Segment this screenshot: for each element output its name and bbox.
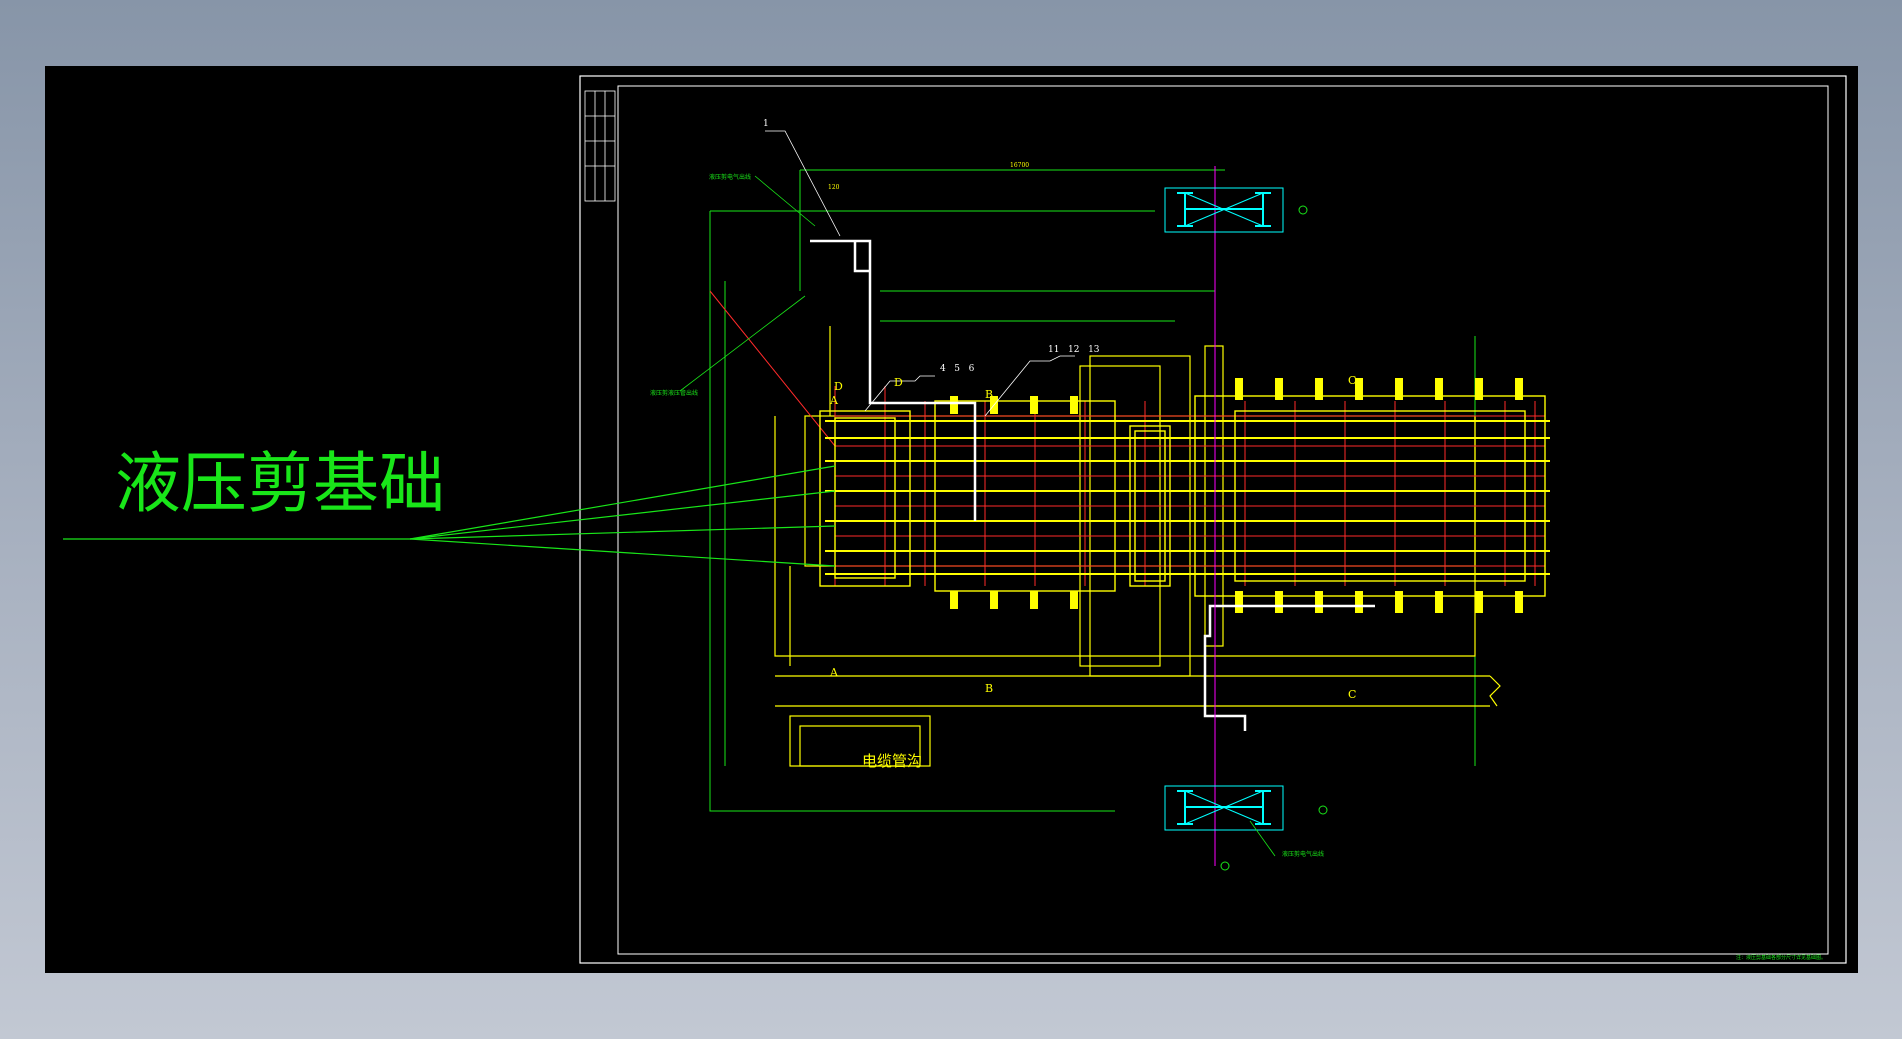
cad-drawing [63,75,1847,964]
machinery-layout-red [709,290,1545,586]
note-hydraulic-outlet-left: 液压剪液压管出线 [650,390,699,397]
roller-posts [950,378,1523,613]
callout-11-12-13: 11 12 13 [1048,345,1100,355]
callout-4-5-6: 4 5 6 [940,364,975,374]
section-label-b-bottom: B [985,682,994,695]
note-electrical-outlet-top: 液压剪电气出线 [709,174,752,181]
section-label-a-bottom: A [830,666,838,679]
axis-bubble-top [1298,205,1308,215]
title-leader-lines [63,465,836,567]
note-electrical-outlet-bottom: 液压剪电气出线 [1282,851,1325,858]
dimension-top-small: 120 [828,184,840,191]
frame-title-strip [584,90,616,202]
section-label-a-top: A [830,394,838,407]
axis-bubble-bottom [1220,861,1230,871]
roller-supports [819,395,1546,597]
cad-viewport[interactable]: 液压剪基础 电缆管沟 D D A A B B C C 1 4 5 6 11 12… [45,66,1858,973]
beam-symbol-bottom [1164,785,1284,831]
section-label-c-top: C [1348,374,1357,387]
foundation-outline-yellow [774,326,1501,767]
section-label-b-top: B [985,388,994,401]
roller-table-rows [825,420,1550,575]
foundation-outline-green [709,169,1476,812]
cable-routes-white [810,239,1375,731]
cable-trench-label: 电缆管沟 [862,752,923,770]
note-leaders [679,175,1276,857]
beam-symbol-top [1164,187,1284,233]
callout-1: 1 [763,119,769,129]
drawing-inner-frame [617,85,1829,955]
section-label-c-bottom: C [1348,688,1357,701]
axis-bubble-right [1318,805,1328,815]
callout-leaders [765,130,1075,417]
dimension-top-overall: 16700 [1010,162,1030,169]
hydraulic-shear-foundation-label: 液压剪基础 [115,445,445,522]
footer-note: 注：液压剪基础各部分尺寸详见基础图。 [1736,955,1827,961]
section-label-d-left: D [834,380,843,393]
section-label-d-right: D [894,376,903,389]
